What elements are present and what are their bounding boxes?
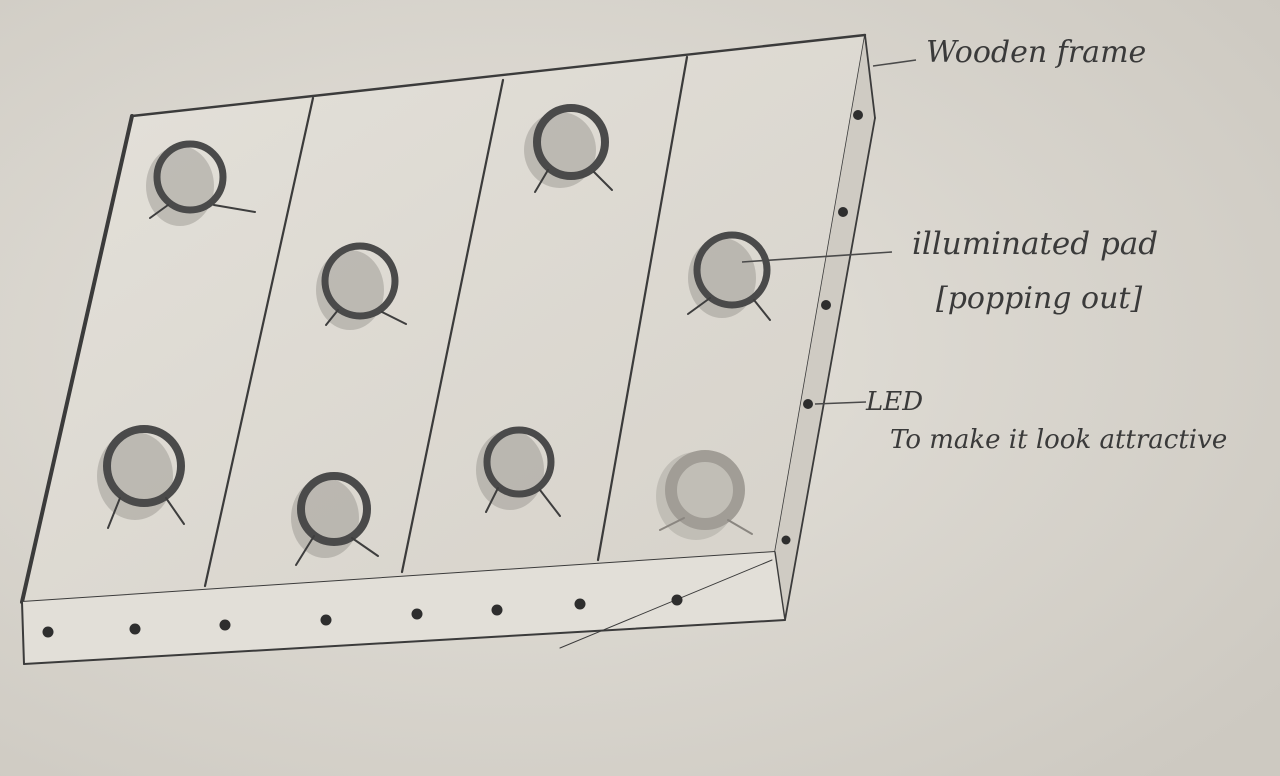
led-row-bottom: [42, 594, 683, 638]
led-bottom-4: [320, 614, 332, 626]
led-side-4: [803, 399, 813, 409]
led-bottom-7: [574, 598, 586, 610]
led-bottom-3: [219, 619, 231, 631]
frame-right-side: [775, 34, 876, 621]
leader-lines: [741, 59, 917, 405]
frame-bottom-edge: [21, 551, 786, 665]
pad-5: [97, 425, 185, 529]
label-wooden-frame: Wooden frame: [926, 35, 1146, 70]
pad-8-lit: [656, 450, 753, 540]
led-bottom-2: [129, 623, 141, 635]
label-illuminated-pad: illuminated pad: [912, 226, 1158, 262]
led-bottom-6: [491, 604, 503, 616]
led-side-5: [781, 535, 791, 545]
label-led-note: To make it look attractive: [890, 425, 1227, 455]
pad-7: [476, 426, 561, 517]
pad-4: [687, 231, 771, 321]
pad-6: [291, 472, 379, 566]
pads: [97, 104, 771, 566]
pad-3: [524, 104, 613, 193]
pad-2: [316, 242, 407, 330]
led-row-side: [781, 110, 863, 545]
led-bottom-8: [671, 594, 683, 606]
leader-led: [814, 401, 867, 405]
led-bottom-1: [42, 626, 54, 638]
led-side-1: [853, 110, 863, 120]
label-led: LED: [865, 387, 923, 417]
led-side-2: [838, 207, 848, 217]
leader-pad: [741, 251, 893, 263]
leader-wooden-frame: [872, 59, 917, 67]
led-side-3: [821, 300, 831, 310]
pad-1: [146, 140, 256, 226]
label-popping-out: [popping out]: [936, 281, 1142, 316]
led-bottom-5: [411, 608, 423, 620]
panel-dividers: [203, 55, 689, 588]
